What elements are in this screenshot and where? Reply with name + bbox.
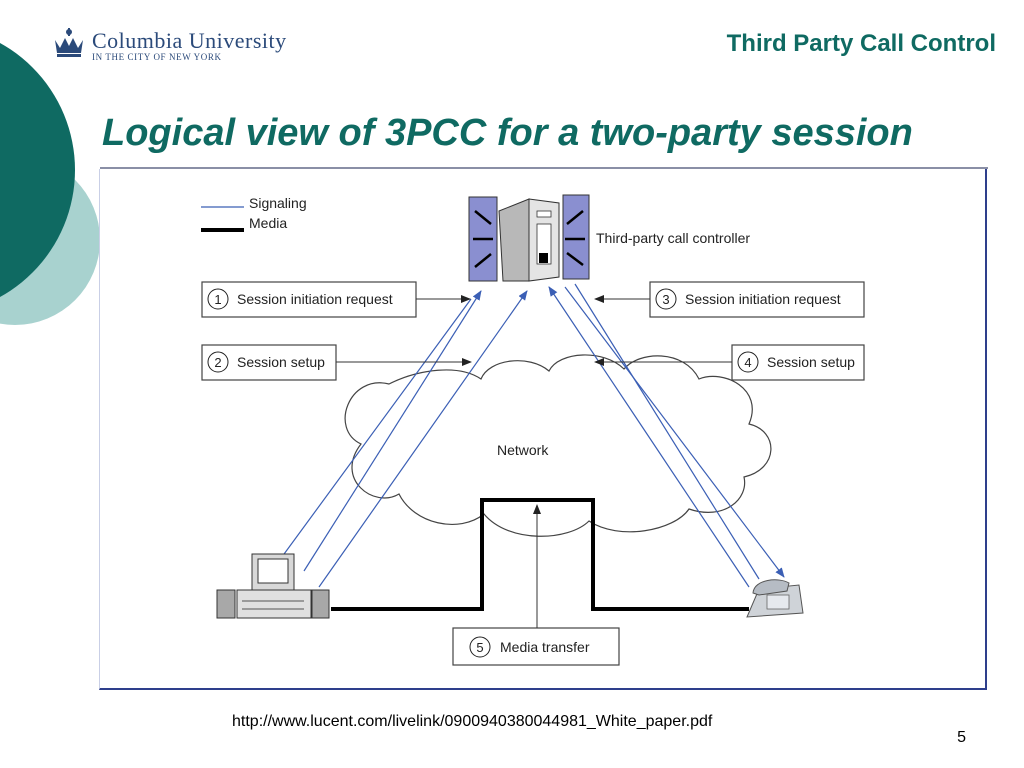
- step-number: 1: [214, 292, 221, 307]
- university-logo: Columbia University IN THE CITY OF NEW Y…: [52, 24, 332, 68]
- media-path: [331, 498, 749, 611]
- source-url[interactable]: http://www.lucent.com/livelink/090094038…: [232, 713, 713, 730]
- step-label: Session initiation request: [237, 291, 393, 307]
- diagram: Signaling Media Network Third-party call…: [201, 194, 865, 666]
- network-cloud: [344, 354, 772, 537]
- legend-media-label: Media: [249, 215, 287, 231]
- signaling-arrow: [275, 298, 472, 566]
- title-divider: [100, 167, 988, 169]
- step-label: Session initiation request: [685, 291, 841, 307]
- signaling-arrow: [548, 286, 750, 588]
- signaling-arrow: [564, 286, 785, 578]
- signaling-arrow: [303, 290, 482, 572]
- computer-icon: [216, 553, 330, 619]
- call-controller: [468, 194, 590, 282]
- signaling-arrow: [318, 290, 528, 588]
- legend-signaling-label: Signaling: [249, 195, 307, 211]
- step-number: 3: [662, 292, 669, 307]
- step-box-4: 4 Session setup: [731, 344, 865, 381]
- step-box-1: 1 Session initiation request: [201, 281, 417, 318]
- signaling-arrows: [275, 283, 785, 588]
- step-number: 4: [744, 355, 751, 370]
- decorative-circles: [0, 43, 100, 325]
- step-number: 5: [476, 640, 483, 655]
- step-number: 2: [214, 355, 221, 370]
- step-box-3: 3 Session initiation request: [649, 281, 865, 318]
- crown-icon: [55, 28, 83, 57]
- controller-label: Third-party call controller: [596, 230, 750, 246]
- signaling-arrow: [574, 283, 760, 580]
- logo-subtitle: IN THE CITY OF NEW YORK: [92, 52, 222, 62]
- step-label: Session setup: [767, 354, 855, 370]
- step-box-5: 5 Media transfer: [452, 627, 620, 666]
- telephone-icon: [746, 579, 804, 618]
- network-label: Network: [497, 442, 549, 458]
- header-title: Third Party Call Control: [726, 30, 996, 57]
- step-box-2: 2 Session setup: [201, 344, 337, 381]
- page-number: 5: [957, 729, 966, 746]
- slide-title: Logical view of 3PCC for a two-party ses…: [102, 112, 913, 154]
- legend: Signaling Media: [201, 195, 307, 232]
- step-label: Media transfer: [500, 639, 590, 655]
- logo-wordmark: Columbia University: [92, 28, 287, 53]
- step-label: Session setup: [237, 354, 325, 370]
